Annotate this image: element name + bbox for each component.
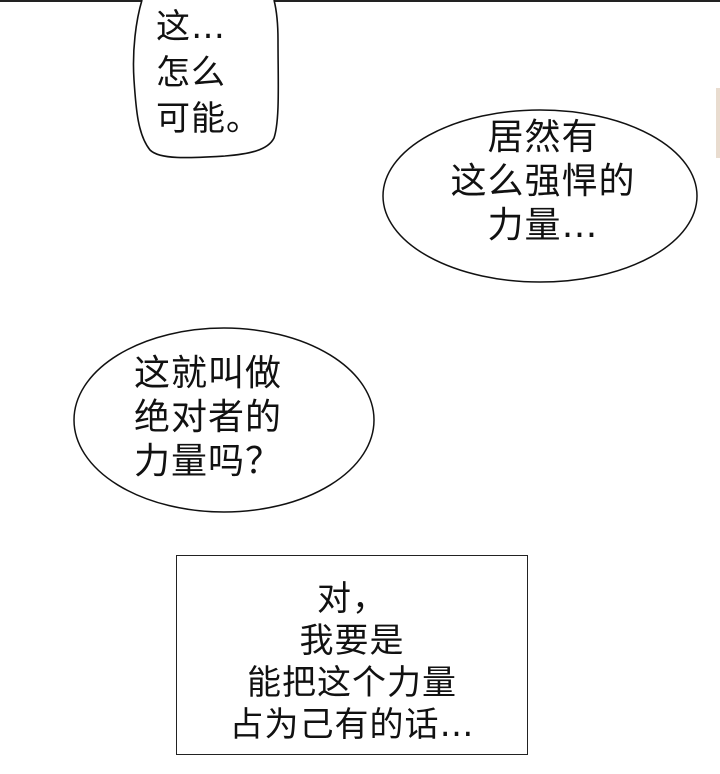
speech-bubble-3-text: 这就叫做 绝对者的 力量吗？ bbox=[98, 352, 348, 484]
narration-box bbox=[176, 555, 528, 755]
bubble-line: 这么强悍的 bbox=[450, 161, 636, 202]
narration-line: 对， bbox=[317, 579, 387, 619]
narration-line: 占为己有的话… bbox=[229, 705, 475, 745]
speech-bubble-3-outline bbox=[73, 327, 375, 513]
bubble-line: 这就叫做 bbox=[134, 353, 283, 394]
narration-text: 对， 我要是 能把这个力量 占为己有的话… bbox=[176, 578, 528, 746]
speech-bubble-1-outline bbox=[132, 0, 280, 159]
narration-line: 能把这个力量 bbox=[247, 663, 457, 703]
speech-bubble-2-outline bbox=[382, 109, 698, 283]
bubble-line: 力量吗？ bbox=[134, 441, 283, 482]
speech-bubble-1-text: 这… 怎么 可能。 bbox=[156, 4, 266, 142]
bubble-line: 这… bbox=[156, 7, 226, 47]
speech-bubble-2-text: 居然有 这么强悍的 力量… bbox=[398, 116, 688, 248]
bubble-line: 可能。 bbox=[156, 99, 261, 139]
bubble-line: 居然有 bbox=[487, 117, 599, 158]
bubble-line: 怎么 bbox=[156, 53, 226, 93]
bubble-line: 绝对者的 bbox=[134, 397, 283, 438]
panel-top-border bbox=[0, 0, 720, 2]
adjacent-panel-edge bbox=[716, 88, 720, 158]
narration-line: 我要是 bbox=[299, 621, 405, 661]
bubble-line: 力量… bbox=[487, 205, 599, 246]
